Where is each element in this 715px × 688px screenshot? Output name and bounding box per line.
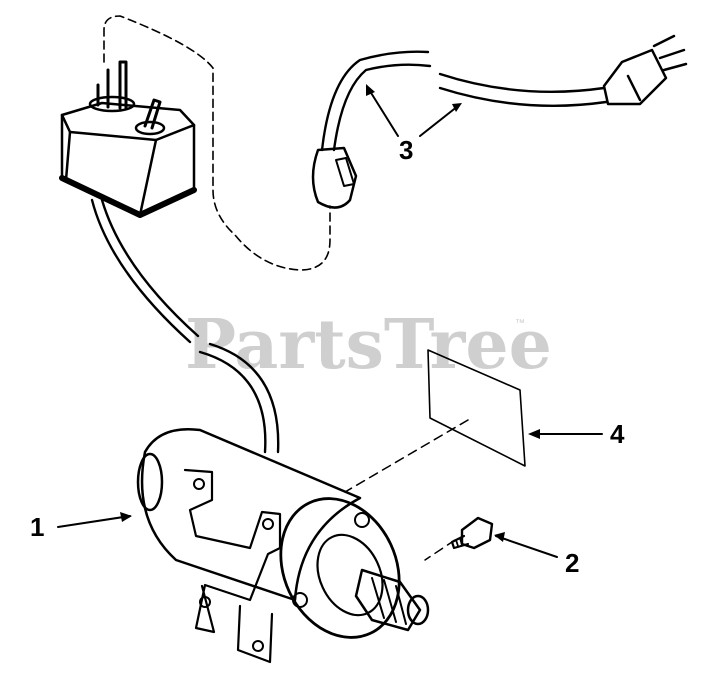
callout-number-2: 2 [565,548,579,578]
callout-arrowhead-2 [494,532,505,542]
decal-label [427,349,526,467]
extension-cord [311,34,688,209]
mounting-screw [450,516,494,550]
callout-arrow-1 [57,515,131,528]
callout-arrow-3b [419,105,459,137]
callout-arrow-2 [495,535,558,558]
motor-cord-upper [90,198,200,344]
callout-arrowhead-3b [452,103,462,112]
callout-number-1: 1 [30,512,44,542]
starter-motor [136,428,430,664]
watermark-trademark: ™ [515,318,525,329]
screw-alignment-line [424,539,456,561]
callout-number-3: 3 [399,135,413,165]
decal-alignment-line [344,419,469,493]
dashed-connection-line [103,15,331,271]
callout-arrow-3a [367,87,399,137]
callout-arrowhead-1 [120,512,132,522]
watermark-text: PartsTree [185,305,552,385]
callout-arrowhead-3a [366,84,375,96]
motor-cord-lower [198,342,280,454]
switch-box [59,60,197,218]
callout-arrowhead-4 [528,429,540,439]
callout-number-4: 4 [610,419,625,449]
